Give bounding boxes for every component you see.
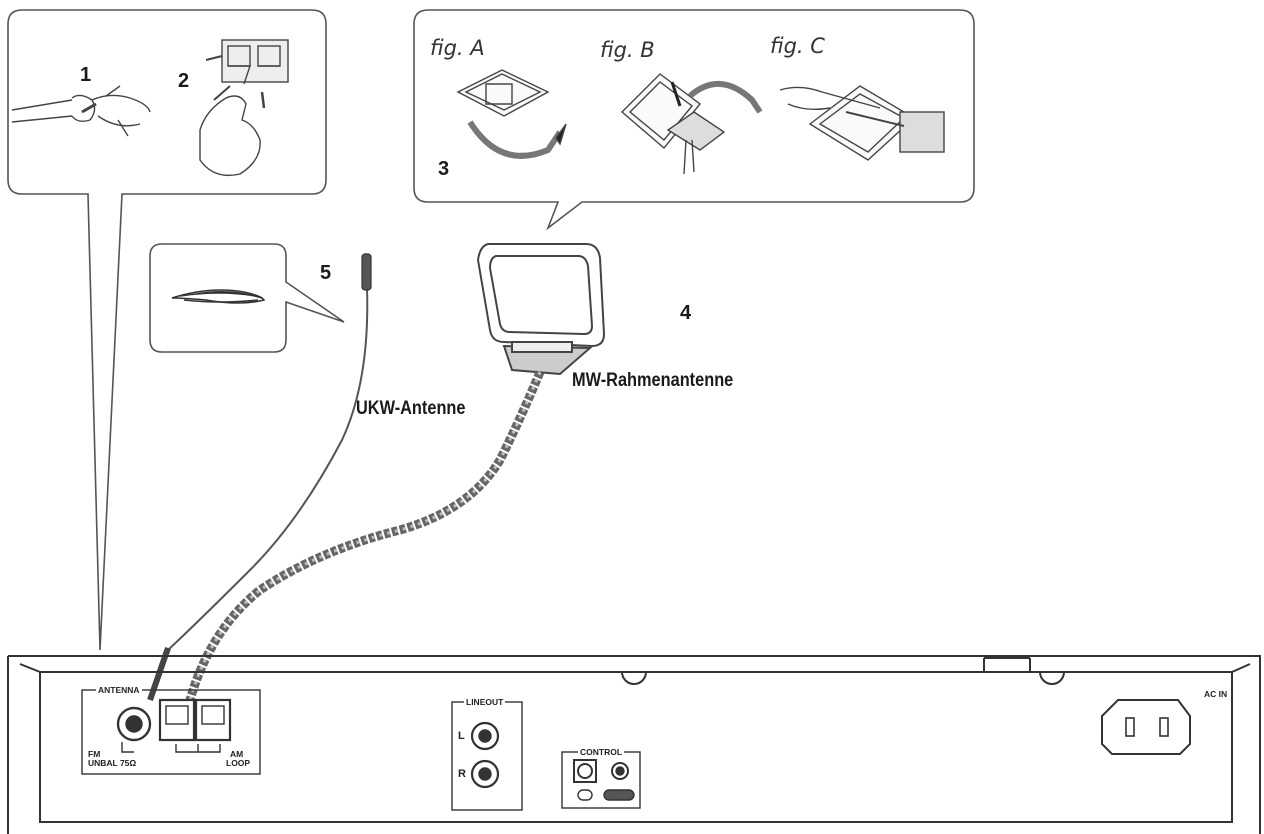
lineout-label: LINEOUT [464,697,506,707]
fig-c-label: fig. C [770,34,825,58]
coiled-wire-illustration [171,289,266,304]
fm-label: FM [88,749,101,759]
step-3-number: 3 [438,158,450,180]
antenna-panel-label: ANTENNA [96,685,142,695]
step-2-number: 2 [178,70,190,92]
lineout-block [451,701,523,811]
am-loop-antenna [476,243,606,376]
loop-label: LOOP [226,758,251,768]
fig-b-label: fig. B [600,38,655,62]
unbal-label: UNBAL 75Ω [88,758,137,768]
terminal-insert-illustration [199,39,289,177]
fig-b-illustration [620,73,763,175]
callout-step-5 [149,243,345,353]
step-5-number: 5 [320,262,332,284]
am-antenna-label: MW-Rahmenantenne [572,370,734,391]
fig-a-illustration [456,69,567,159]
step-4-number: 4 [680,302,692,324]
ac-in-label: AC IN [1204,689,1228,699]
lineout-r-label: R [458,768,466,780]
fig-a-label: fig. A [430,36,485,60]
cable-stripping-illustration [11,85,151,137]
fm-antenna-label: UKW-Antenne [356,398,466,419]
rear-panel [7,655,1261,834]
am-twisted-cable [185,370,545,702]
antenna-terminal-block [81,689,261,775]
control-block [561,751,641,809]
am-label: AM [230,749,244,759]
control-label: CONTROL [578,747,625,757]
ac-inlet [1101,699,1191,755]
step-1-number: 1 [80,64,92,86]
lineout-l-label: L [458,730,465,742]
fig-c-illustration [779,85,945,161]
